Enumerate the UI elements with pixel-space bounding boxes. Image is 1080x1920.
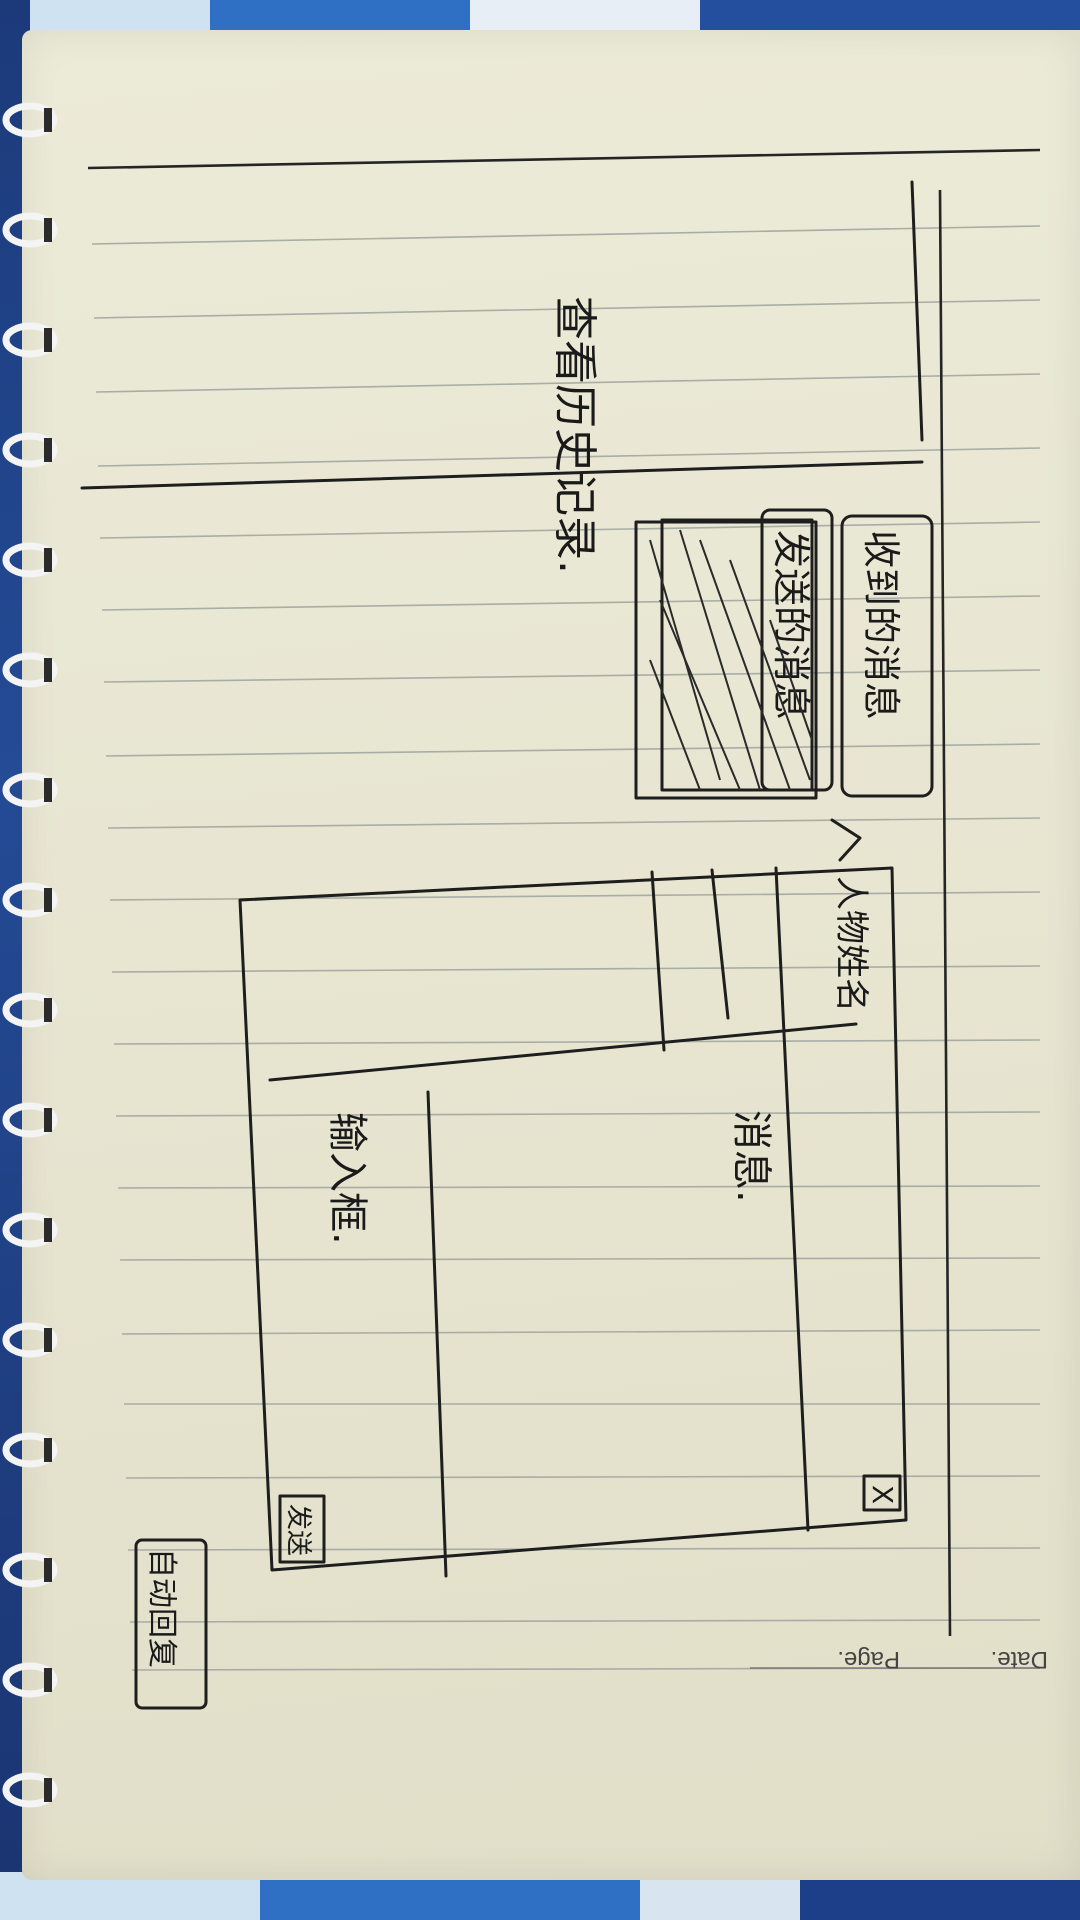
send-button[interactable]: [278, 1494, 326, 1564]
contact-name: 人物姓名: [831, 876, 871, 1012]
close-button[interactable]: [862, 1474, 902, 1512]
sent-messages-label: 发送的消息: [769, 530, 813, 720]
notebook-page: [22, 30, 1080, 1880]
hatched-placeholder-block: [634, 518, 818, 800]
chat-window: [238, 866, 908, 1578]
history-panel-outline: [80, 180, 924, 490]
spiral-binding: [2, 102, 58, 1808]
history-label: 查看历史记录.: [549, 296, 600, 574]
send-button-label: 发送: [283, 1504, 313, 1556]
close-icon: X: [866, 1485, 899, 1504]
page-header-line: [87, 148, 1041, 170]
page-margin-line: [938, 189, 952, 1637]
message-area-label: 消息.: [728, 1110, 774, 1203]
received-messages-label: 收到的消息: [859, 530, 903, 720]
input-box-label[interactable]: 输入框.: [324, 1112, 370, 1245]
chevron-right-icon: [830, 818, 862, 862]
auto-reply-button[interactable]: [134, 1538, 208, 1710]
received-messages-bubble[interactable]: [840, 514, 934, 798]
background-fabric-bottom: [0, 1872, 1080, 1920]
printed-date-label: Date.: [991, 1646, 1048, 1673]
auto-reply-button-label: 自动回复: [144, 1548, 179, 1668]
printed-page-label: Page.: [837, 1646, 900, 1673]
